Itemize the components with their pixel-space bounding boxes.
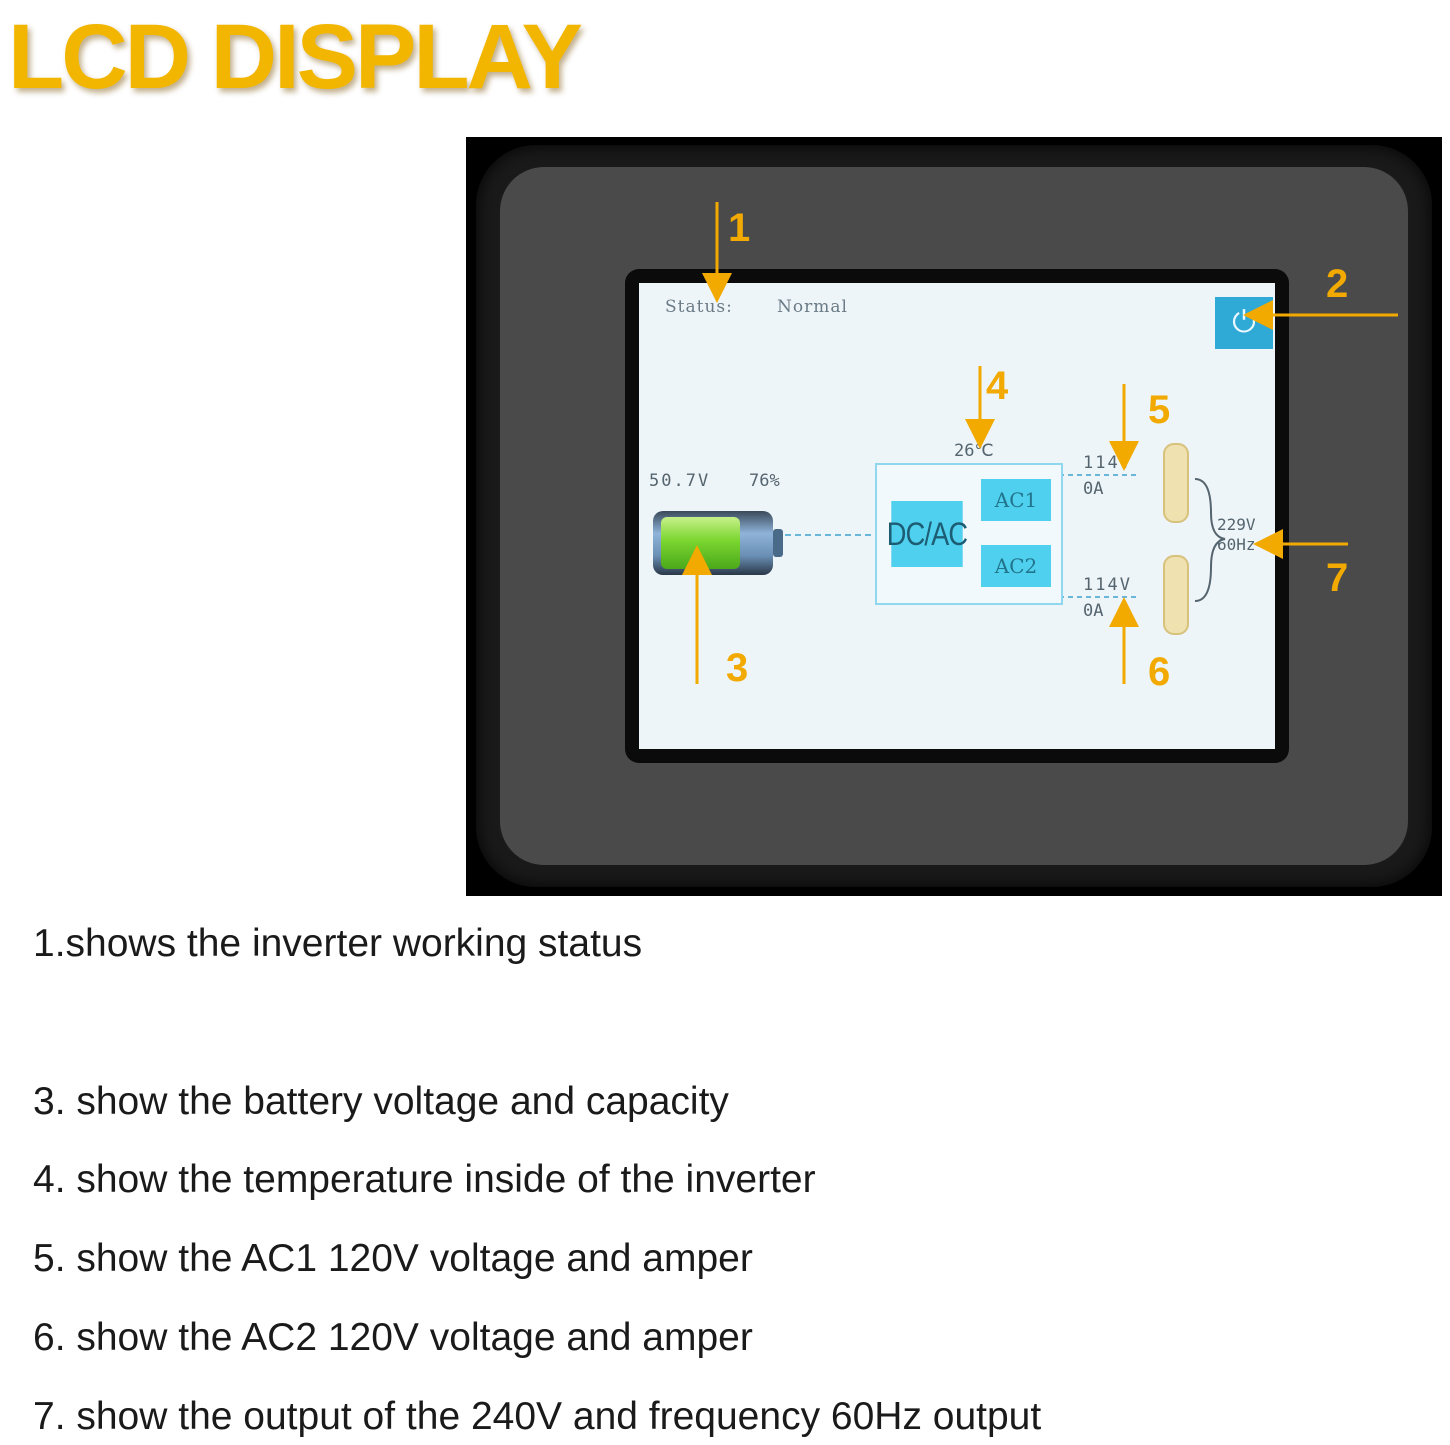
callout-4: 4 — [986, 364, 1009, 408]
battery-voltage: 50.7V — [649, 471, 711, 491]
callout-1: 1 — [728, 206, 751, 250]
battery-capacity: 76% — [749, 471, 780, 491]
callout-3: 3 — [726, 646, 749, 690]
outlet-icon — [1163, 555, 1189, 635]
output-frequency: 60Hz — [1217, 535, 1256, 554]
output-voltage: 229V — [1217, 515, 1256, 534]
description-5: 5. show the AC1 120V voltage and amper — [33, 1237, 753, 1280]
inverter-label: DC/AC — [887, 501, 968, 567]
outlet-icon — [1163, 443, 1189, 523]
description-1: 1.shows the inverter working status — [33, 922, 643, 965]
page-title: LCD DISPLAY — [8, 6, 583, 108]
ac2-label: AC2 — [981, 545, 1051, 587]
description-4: 4. show the temperature inside of the in… — [33, 1158, 816, 1201]
callout-2: 2 — [1326, 262, 1349, 306]
lcd-device-photo: Status: Normal ⏻ 26℃ 50.7V 76% — [466, 137, 1442, 896]
description-6: 6. show the AC2 120V voltage and amper — [33, 1316, 753, 1359]
description-7: 7. show the output of the 240V and frequ… — [33, 1395, 1042, 1438]
status-value: Normal — [777, 297, 848, 317]
ac1-label: AC1 — [981, 479, 1051, 521]
ac2-current: 0A — [1083, 601, 1104, 621]
callout-7: 7 — [1326, 556, 1349, 600]
battery-terminal — [773, 529, 783, 557]
output-brace — [1194, 478, 1226, 602]
callout-5: 5 — [1148, 388, 1171, 432]
ac1-current: 0A — [1083, 479, 1104, 499]
ac2-voltage: 114V — [1083, 575, 1132, 595]
callout-6: 6 — [1148, 650, 1171, 694]
battery-icon — [653, 511, 783, 575]
description-3: 3. show the battery voltage and capacity — [33, 1080, 729, 1123]
